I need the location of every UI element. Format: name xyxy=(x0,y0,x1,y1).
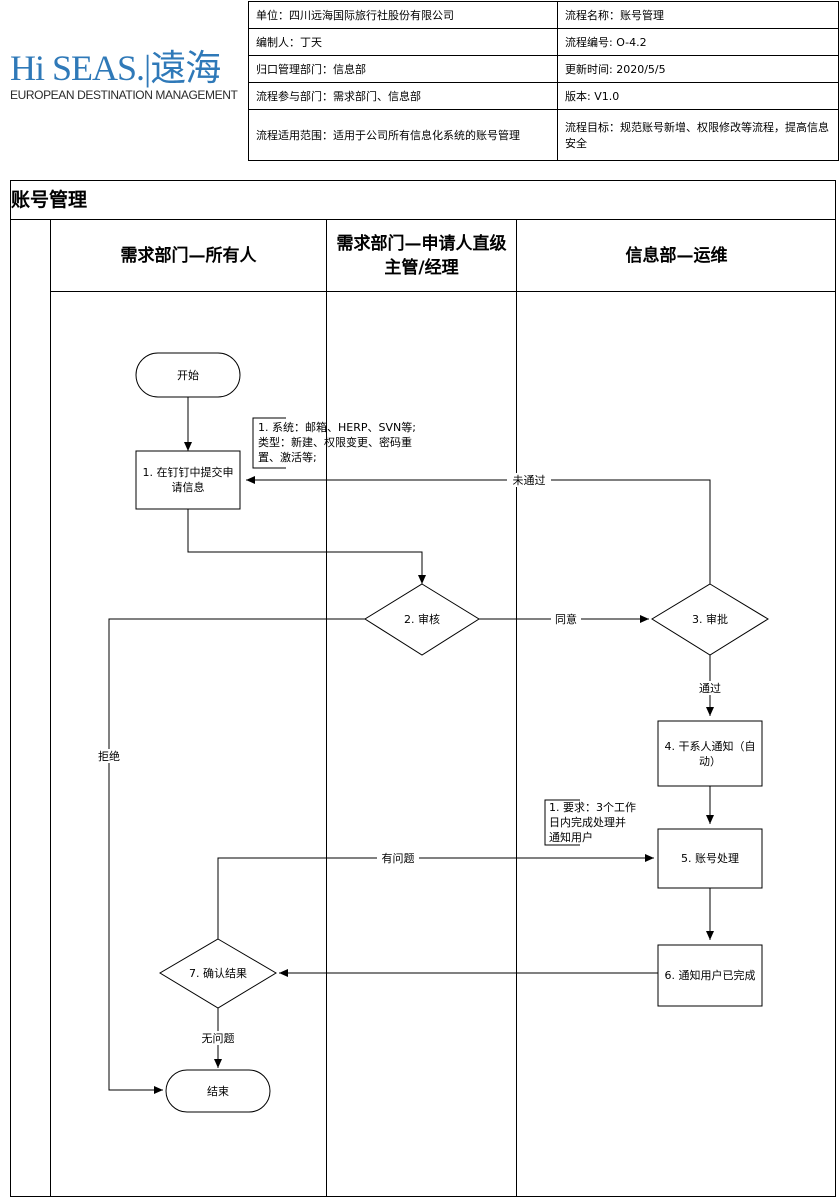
info-process-name: 流程名称：账号管理 xyxy=(557,1,839,29)
logo-subtitle: EUROPEAN DESTINATION MANAGEMENT xyxy=(10,88,238,102)
notify-stakeholders-line2: 动） xyxy=(699,755,721,768)
start-label: 开始 xyxy=(177,368,199,382)
lane-header-owner: 需求部门—所有人 xyxy=(120,245,257,266)
edge-review-reject xyxy=(108,618,365,1094)
start-terminator xyxy=(135,352,241,398)
label-no-issue: 无问题 xyxy=(202,1032,235,1045)
lane-header-it-ops: 信息部—运维 xyxy=(625,245,728,266)
process-account-label: 5. 账号处理 xyxy=(681,852,739,865)
edge-submit-to-review xyxy=(187,509,426,584)
submit-note-line3: 置、激活等; xyxy=(258,450,317,464)
process-account-box xyxy=(657,828,763,889)
process-note-line1: 1. 要求：3个工作 xyxy=(549,801,636,814)
submit-note-bracket xyxy=(252,417,286,469)
label-passed: 通过 xyxy=(699,682,721,695)
notify-user-box xyxy=(657,944,763,1007)
info-scope: 流程适用范围：适用于公司所有信息化系统的账号管理 xyxy=(248,109,558,161)
logo-brand-text: Hi SEAS.|遠海 xyxy=(10,48,221,88)
edge-confirm-has-issue xyxy=(217,854,654,939)
end-label: 结束 xyxy=(207,1085,229,1098)
review-decision xyxy=(364,583,480,656)
approve-label: 3. 审批 xyxy=(692,612,728,626)
info-update-time: 更新时间: 2020/5/5 xyxy=(557,55,839,83)
info-row: 归口管理部门：信息部 更新时间: 2020/5/5 xyxy=(248,55,839,83)
notify-stakeholders-line1: 4. 干系人通知（自 xyxy=(665,739,756,753)
title-divider xyxy=(10,219,836,220)
edge-approve-not-passed xyxy=(246,476,711,584)
process-info-table: 单位：四川远海国际旅行社股份有限公司 流程名称：账号管理 编制人：丁天 流程编号… xyxy=(248,1,839,161)
lane-header-divider xyxy=(50,291,836,292)
process-note-line2: 日内完成处理并 xyxy=(549,815,626,829)
approve-decision xyxy=(651,583,769,656)
info-row: 流程参与部门：需求部门、信息部 版本: V1.0 xyxy=(248,82,839,110)
swimlane-frame: 账号管理 xyxy=(10,180,836,1197)
submit-label-line1: 1. 在钉钉中提交申 xyxy=(143,465,234,479)
lane-header-manager: 需求部门—申请人直级主管/经理 xyxy=(336,233,507,278)
process-note-line3: 通知用户 xyxy=(549,830,593,844)
info-goal: 流程目标：规范账号新增、权限修改等流程，提高信息安全 xyxy=(557,109,839,161)
company-logo: Hi SEAS.|遠海 EUROPEAN DESTINATION MANAGEM… xyxy=(8,48,240,108)
info-row: 流程适用范围：适用于公司所有信息化系统的账号管理 流程目标：规范账号新增、权限修… xyxy=(248,109,839,161)
submit-request-box xyxy=(135,450,241,510)
confirm-label: 7. 确认结果 xyxy=(189,967,247,980)
label-reject: 拒绝 xyxy=(98,749,120,763)
info-process-code: 流程编号: O-4.2 xyxy=(557,28,839,56)
submit-label-line2: 请信息 xyxy=(172,480,205,494)
lane-divider xyxy=(516,219,517,1197)
info-participants: 流程参与部门：需求部门、信息部 xyxy=(248,82,558,110)
label-not-passed: 未通过 xyxy=(513,474,546,487)
diagram-title: 账号管理 xyxy=(11,189,88,211)
submit-note-line2: 类型：新建、权限变更、密码重 xyxy=(258,435,412,449)
notify-user-label: 6. 通知用户已完成 xyxy=(665,968,756,982)
label-agree: 同意 xyxy=(555,612,577,626)
lane-divider xyxy=(326,219,327,1197)
end-terminator xyxy=(165,1069,271,1113)
review-label: 2. 审核 xyxy=(404,612,440,626)
info-row: 单位：四川远海国际旅行社股份有限公司 流程名称：账号管理 xyxy=(248,1,839,29)
confirm-decision xyxy=(159,938,277,1009)
lane-divider xyxy=(50,219,51,1197)
process-note-bracket xyxy=(544,799,580,846)
notify-stakeholders-box xyxy=(657,720,763,787)
label-has-issue: 有问题 xyxy=(382,851,415,865)
submit-note-line1: 1. 系统：邮箱、HERP、SVN等; xyxy=(258,420,416,434)
